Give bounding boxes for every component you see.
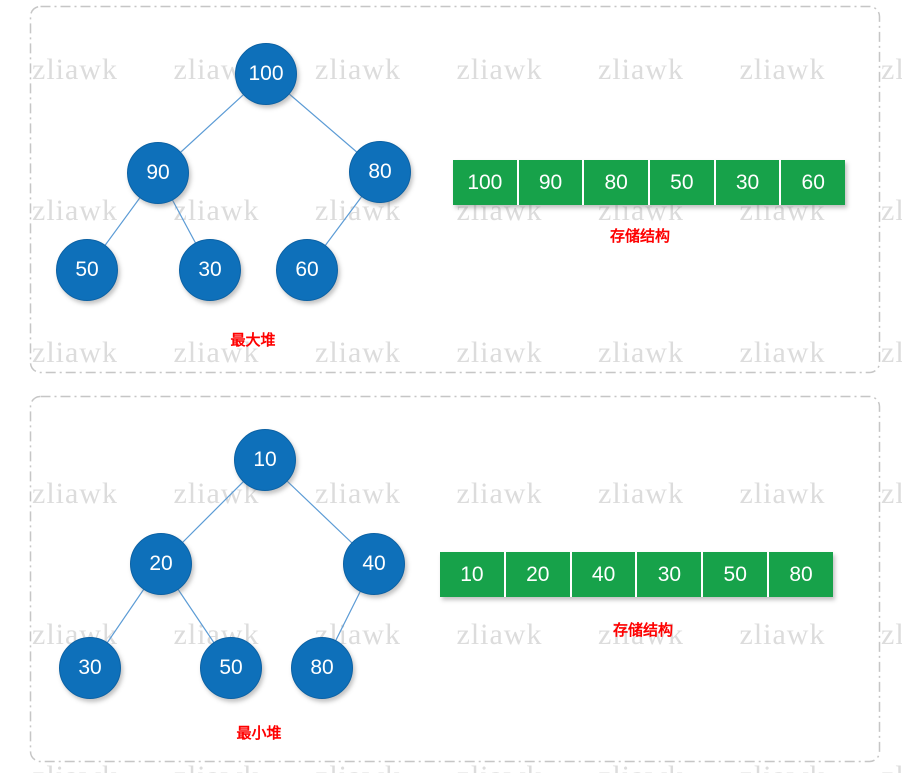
heap-node: 10 xyxy=(234,429,296,491)
panel-border xyxy=(29,395,881,763)
storage-structure-caption: 存储结构 xyxy=(609,228,670,245)
heap-node-value: 30 xyxy=(198,258,222,281)
watermark-text: zliawk xyxy=(881,194,902,228)
array-cell: 30 xyxy=(716,160,782,205)
heap-node: 30 xyxy=(59,637,121,699)
watermark-text: zliawk xyxy=(881,761,902,773)
heap-node: 80 xyxy=(349,141,411,203)
heap-node-value: 60 xyxy=(295,258,319,281)
heap-node: 100 xyxy=(235,43,297,105)
array-cell: 80 xyxy=(789,562,813,586)
heap-node: 50 xyxy=(200,637,262,699)
watermark-text: zliawk xyxy=(881,618,902,652)
watermark-text: zliawk xyxy=(174,761,260,773)
heap-node-value: 80 xyxy=(310,656,334,679)
array-cell: 50 xyxy=(703,552,770,597)
array-cell: 100 xyxy=(453,160,519,205)
min-heap-caption: 最小堆 xyxy=(236,725,282,742)
heap-node: 90 xyxy=(127,142,189,204)
heap-node-value: 100 xyxy=(248,62,284,85)
heap-node-value: 30 xyxy=(78,656,102,679)
max-heap-panel: 100 90 80 50 30 60 100 90 80 50 30 60 存储… xyxy=(29,5,881,374)
array-cell: 80 xyxy=(584,160,651,205)
watermark-text: zliawk xyxy=(32,761,118,773)
panel-border xyxy=(29,5,881,374)
max-heap-caption: 最大堆 xyxy=(230,332,276,349)
array-cell: 40 xyxy=(572,552,638,597)
storage-structure-caption: 存储结构 xyxy=(612,622,673,639)
storage-array: 100 90 80 50 30 60 xyxy=(453,160,845,205)
watermark-text: zliawk xyxy=(881,53,902,86)
heap-node: 30 xyxy=(179,239,241,301)
array-cell: 20 xyxy=(506,552,572,597)
storage-array: 10 20 40 30 50 80 xyxy=(440,552,833,597)
heap-node-value: 40 xyxy=(362,552,386,575)
watermark-text: zliawk xyxy=(740,761,826,773)
heap-node: 60 xyxy=(276,239,338,301)
heap-node: 50 xyxy=(56,239,118,301)
array-cell: 90 xyxy=(519,160,585,205)
heap-node-value: 20 xyxy=(149,552,173,575)
array-cell: 10 xyxy=(440,552,506,597)
heap-node-value: 90 xyxy=(146,161,170,184)
min-heap-panel: 10 20 40 30 50 80 10 20 40 30 50 80 存储结构… xyxy=(29,395,881,763)
heap-node-value: 50 xyxy=(219,656,243,679)
array-cell: 60 xyxy=(801,170,825,194)
watermark-text: zliawk xyxy=(457,761,543,773)
watermark-text: zliawk xyxy=(881,335,902,369)
watermark-text: zliawk xyxy=(598,761,684,773)
watermark-text: zliawk xyxy=(881,476,902,510)
heap-node: 80 xyxy=(291,637,353,699)
heap-node-value: 50 xyxy=(75,258,99,281)
watermark-text: zliawk xyxy=(315,761,401,773)
heap-node: 20 xyxy=(130,533,192,595)
heap-node-value: 80 xyxy=(368,160,392,183)
array-cell: 30 xyxy=(637,552,704,597)
array-cell: 50 xyxy=(650,160,716,205)
heap-node-value: 10 xyxy=(253,448,277,471)
heap-node: 40 xyxy=(343,533,405,595)
